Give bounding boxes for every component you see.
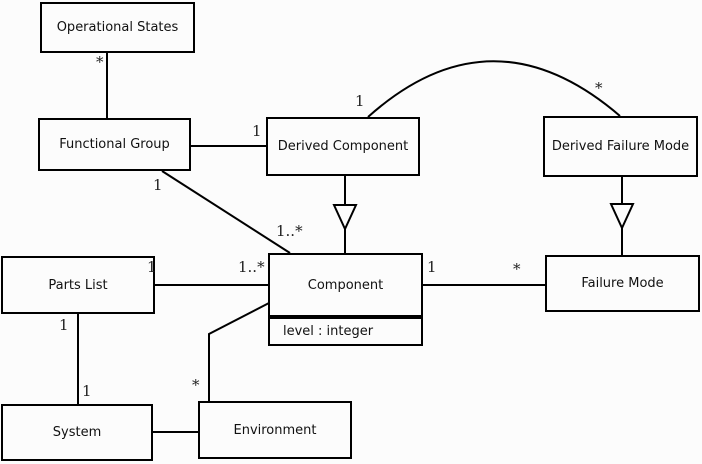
class-failure-mode[interactable]: Failure Mode	[545, 255, 700, 312]
multiplicity-label: 1	[82, 382, 92, 400]
class-environment[interactable]: Environment	[198, 401, 352, 459]
multiplicity-label: 1	[355, 92, 365, 110]
multiplicity-label: 1	[59, 316, 69, 334]
class-component-attributes[interactable]: level : integer	[268, 317, 423, 346]
multiplicity-label: 1..*	[276, 222, 303, 240]
class-component[interactable]: Component	[268, 253, 423, 317]
attribute-label: level : integer	[283, 324, 374, 339]
multiplicity-label: 1	[147, 258, 157, 276]
class-derived-failure-mode[interactable]: Derived Failure Mode	[543, 116, 698, 177]
edge-derived-component-derived-failure-mode-arc	[367, 60, 621, 118]
generalization-triangle-icon	[332, 204, 358, 232]
class-label: Failure Mode	[581, 276, 664, 291]
multiplicity-label: 1	[153, 176, 163, 194]
multiplicity-label: *	[595, 79, 603, 97]
class-label: System	[52, 425, 102, 440]
multiplicity-label: 1	[427, 258, 437, 276]
edge-component-environment	[208, 302, 270, 401]
class-label: Parts List	[48, 277, 108, 293]
class-parts-list[interactable]: Parts List	[1, 256, 155, 314]
multiplicity-label: *	[96, 53, 104, 71]
class-operational-states[interactable]: Operational States	[40, 2, 195, 53]
class-label: Derived Component	[277, 139, 409, 154]
class-label: Functional Group	[59, 137, 170, 152]
class-label: Derived Failure Mode	[551, 139, 690, 154]
multiplicity-label: *	[513, 260, 521, 278]
generalization-triangle-icon	[609, 203, 635, 231]
class-label: Environment	[233, 422, 317, 438]
class-system[interactable]: System	[1, 404, 153, 461]
class-functional-group[interactable]: Functional Group	[38, 118, 191, 171]
edge-functional-group-component	[161, 170, 291, 254]
class-label: Component	[307, 277, 384, 293]
class-label: Operational States	[56, 20, 179, 35]
multiplicity-label: *	[192, 376, 200, 394]
class-derived-component[interactable]: Derived Component	[266, 117, 420, 176]
multiplicity-label: 1	[252, 122, 262, 140]
multiplicity-label: 1..*	[238, 258, 265, 276]
